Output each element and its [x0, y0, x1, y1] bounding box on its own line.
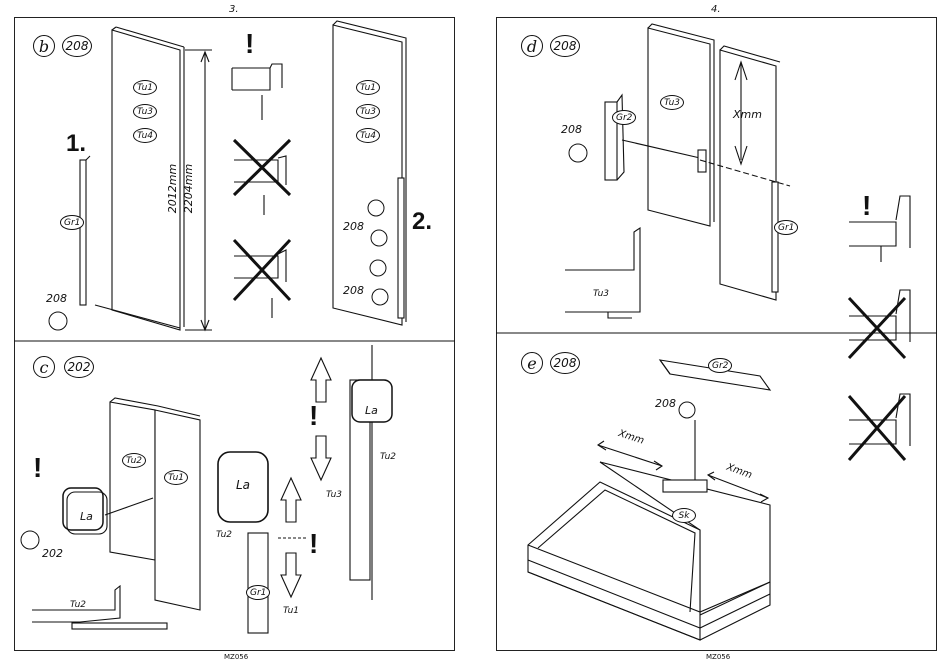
- step-d-letter: d: [521, 35, 543, 57]
- label-tu3: Tu3: [326, 490, 342, 500]
- part-tu1: Tu1: [133, 80, 157, 95]
- part-tu3-right: Tu3: [356, 104, 380, 119]
- step-number-1: 1.: [66, 130, 86, 158]
- label-tu2: Tu2: [380, 452, 396, 462]
- dimension-xmm: Xmm: [733, 108, 762, 121]
- screw-label: 208: [343, 220, 364, 233]
- step-number-2: 2.: [412, 208, 432, 236]
- label-la: La: [236, 478, 250, 492]
- label-la: La: [80, 510, 93, 523]
- screw-label: 208: [655, 397, 676, 410]
- part-tu1: Tu1: [164, 470, 188, 485]
- screw-label: 208: [561, 123, 582, 136]
- part-tu3: Tu3: [133, 104, 157, 119]
- screw-label: 208: [46, 292, 67, 305]
- part-tu4-right: Tu4: [356, 128, 380, 143]
- part-tu4: Tu4: [133, 128, 157, 143]
- step-c-code: 202: [64, 356, 94, 378]
- label-la: La: [365, 404, 378, 417]
- step-b-letter: b: [33, 35, 55, 57]
- label-tu1: Tu1: [283, 606, 299, 616]
- warning-icon: !: [862, 190, 871, 222]
- warning-icon: !: [309, 528, 318, 560]
- part-tu3: Tu3: [660, 95, 684, 110]
- dimension-2204: 2204mm: [182, 164, 195, 213]
- label-tu3: Tu3: [593, 289, 609, 299]
- part-tu2: Tu2: [122, 453, 146, 468]
- screw-label: 208: [343, 284, 364, 297]
- label-tu2: Tu2: [216, 530, 232, 540]
- step-b-code: 208: [62, 35, 92, 57]
- dimension-2012: 2012mm: [166, 164, 179, 213]
- step-d-code: 208: [550, 35, 580, 57]
- warning-icon: !: [245, 28, 254, 60]
- label-tu2: Tu2: [70, 600, 86, 610]
- warning-icon: !: [33, 452, 42, 484]
- part-tu1-right: Tu1: [356, 80, 380, 95]
- warning-icon: !: [309, 400, 318, 432]
- screw-label: 202: [42, 547, 63, 560]
- step-e-letter: e: [521, 352, 543, 374]
- part-sk: Sk: [672, 508, 696, 523]
- step-e-code: 208: [550, 352, 580, 374]
- step-c-letter: c: [33, 356, 55, 378]
